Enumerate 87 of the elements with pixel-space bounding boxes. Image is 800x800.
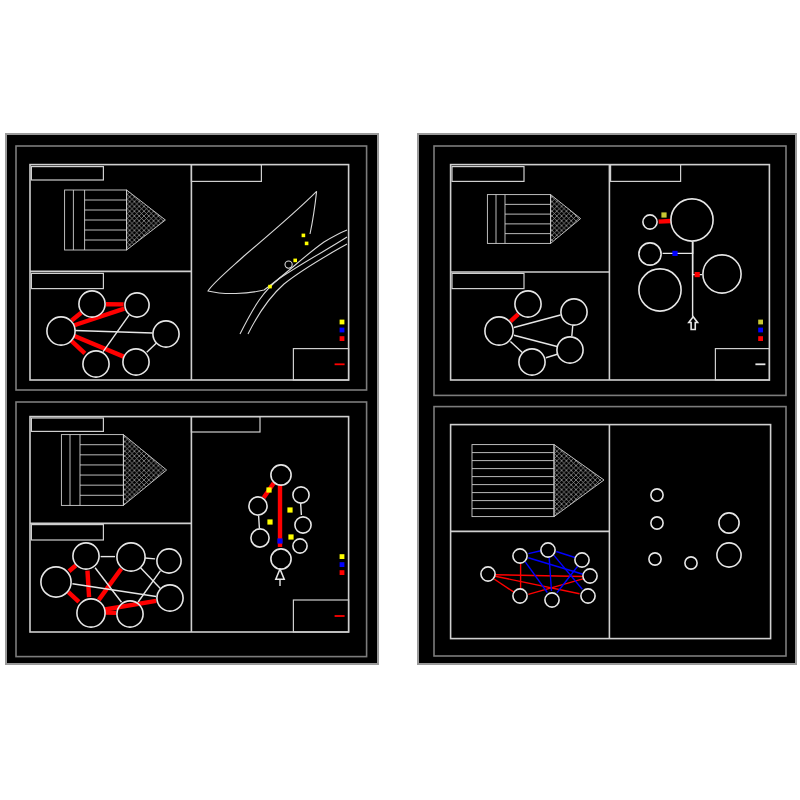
- connector-line: [509, 340, 523, 354]
- circle-node: [291, 485, 309, 503]
- circle-node: [484, 316, 515, 347]
- connector-line: [99, 555, 116, 558]
- connector-line: [69, 338, 87, 355]
- connector-line: [527, 557, 584, 575]
- circle-node: [75, 597, 105, 627]
- arrow: [275, 568, 285, 587]
- connector-line: [513, 334, 558, 348]
- connector-line: [493, 578, 515, 593]
- circle-node: [582, 568, 599, 585]
- connector-line: [527, 578, 584, 596]
- circle-node: [574, 552, 591, 568]
- circle-node: [579, 587, 596, 604]
- circle-node: [81, 349, 109, 377]
- circle-node: [479, 566, 496, 583]
- circle-node: [123, 291, 150, 318]
- connector-line: [658, 218, 671, 224]
- circle-node: [642, 214, 659, 230]
- connector-line: [494, 575, 581, 595]
- connector-line: [508, 312, 520, 323]
- circle-node: [540, 541, 557, 557]
- connector-line: [513, 314, 562, 329]
- circle-node: [269, 547, 291, 569]
- circle-node: [638, 241, 663, 266]
- circle-node: [560, 297, 588, 326]
- circle-node: [518, 348, 547, 376]
- connector-line: [73, 306, 125, 328]
- circle-node: [115, 541, 145, 572]
- connector-line: [494, 574, 584, 578]
- connector-line: [277, 485, 283, 547]
- circle-node: [649, 515, 663, 529]
- circle-node: [544, 591, 560, 607]
- connector-line: [556, 565, 579, 594]
- connector-line: [104, 598, 157, 612]
- circle-node: [78, 290, 106, 318]
- circle-node: [40, 565, 73, 598]
- connector-line: [524, 561, 549, 594]
- connector-line: [545, 353, 558, 359]
- circle-node: [514, 290, 543, 319]
- connector-line: [257, 515, 261, 529]
- circle-node: [512, 547, 529, 564]
- connector-line: [66, 590, 81, 604]
- circle-node: [116, 599, 144, 628]
- connector-line: [527, 550, 542, 555]
- connector-line: [571, 324, 574, 337]
- circle-node: [72, 542, 101, 571]
- connector-line: [102, 314, 130, 353]
- circle-node: [683, 555, 698, 569]
- connector-line: [146, 342, 158, 354]
- connector-line: [71, 583, 157, 598]
- connector-line: [105, 302, 124, 307]
- circle-node: [122, 348, 151, 376]
- circle-node: [155, 547, 181, 573]
- circle-node: [293, 515, 311, 533]
- connector-line: [67, 563, 78, 573]
- circle-node: [647, 551, 661, 566]
- connector-line: [299, 502, 303, 516]
- connector-line: [137, 569, 162, 603]
- connector-line: [548, 556, 553, 592]
- circle-node: [250, 528, 270, 548]
- connector-line: [555, 550, 576, 559]
- circle-node: [45, 315, 75, 345]
- connector-line: [85, 570, 92, 598]
- connector-line: [553, 554, 583, 590]
- connector-line: [70, 311, 83, 323]
- circle-node: [650, 487, 665, 502]
- circle-node: [292, 538, 308, 554]
- arrow-symbol: [687, 316, 698, 332]
- connector-line: [139, 566, 162, 590]
- circle-node: [156, 584, 184, 613]
- circle-node: [248, 496, 268, 516]
- circle-node: [556, 336, 585, 364]
- connector-line: [74, 329, 154, 334]
- circle-node: [152, 319, 181, 348]
- circle-node: [715, 541, 742, 568]
- connector-line: [519, 562, 522, 590]
- circle-node: [670, 198, 715, 242]
- connector-line: [144, 557, 156, 560]
- circle-node: [702, 254, 742, 295]
- circle-node: [637, 268, 682, 312]
- circle-node: [512, 588, 529, 605]
- circle-node: [269, 463, 291, 485]
- connector-line: [73, 333, 125, 359]
- circle-node: [718, 511, 741, 533]
- connector-line: [691, 241, 694, 318]
- connector-line: [104, 610, 117, 616]
